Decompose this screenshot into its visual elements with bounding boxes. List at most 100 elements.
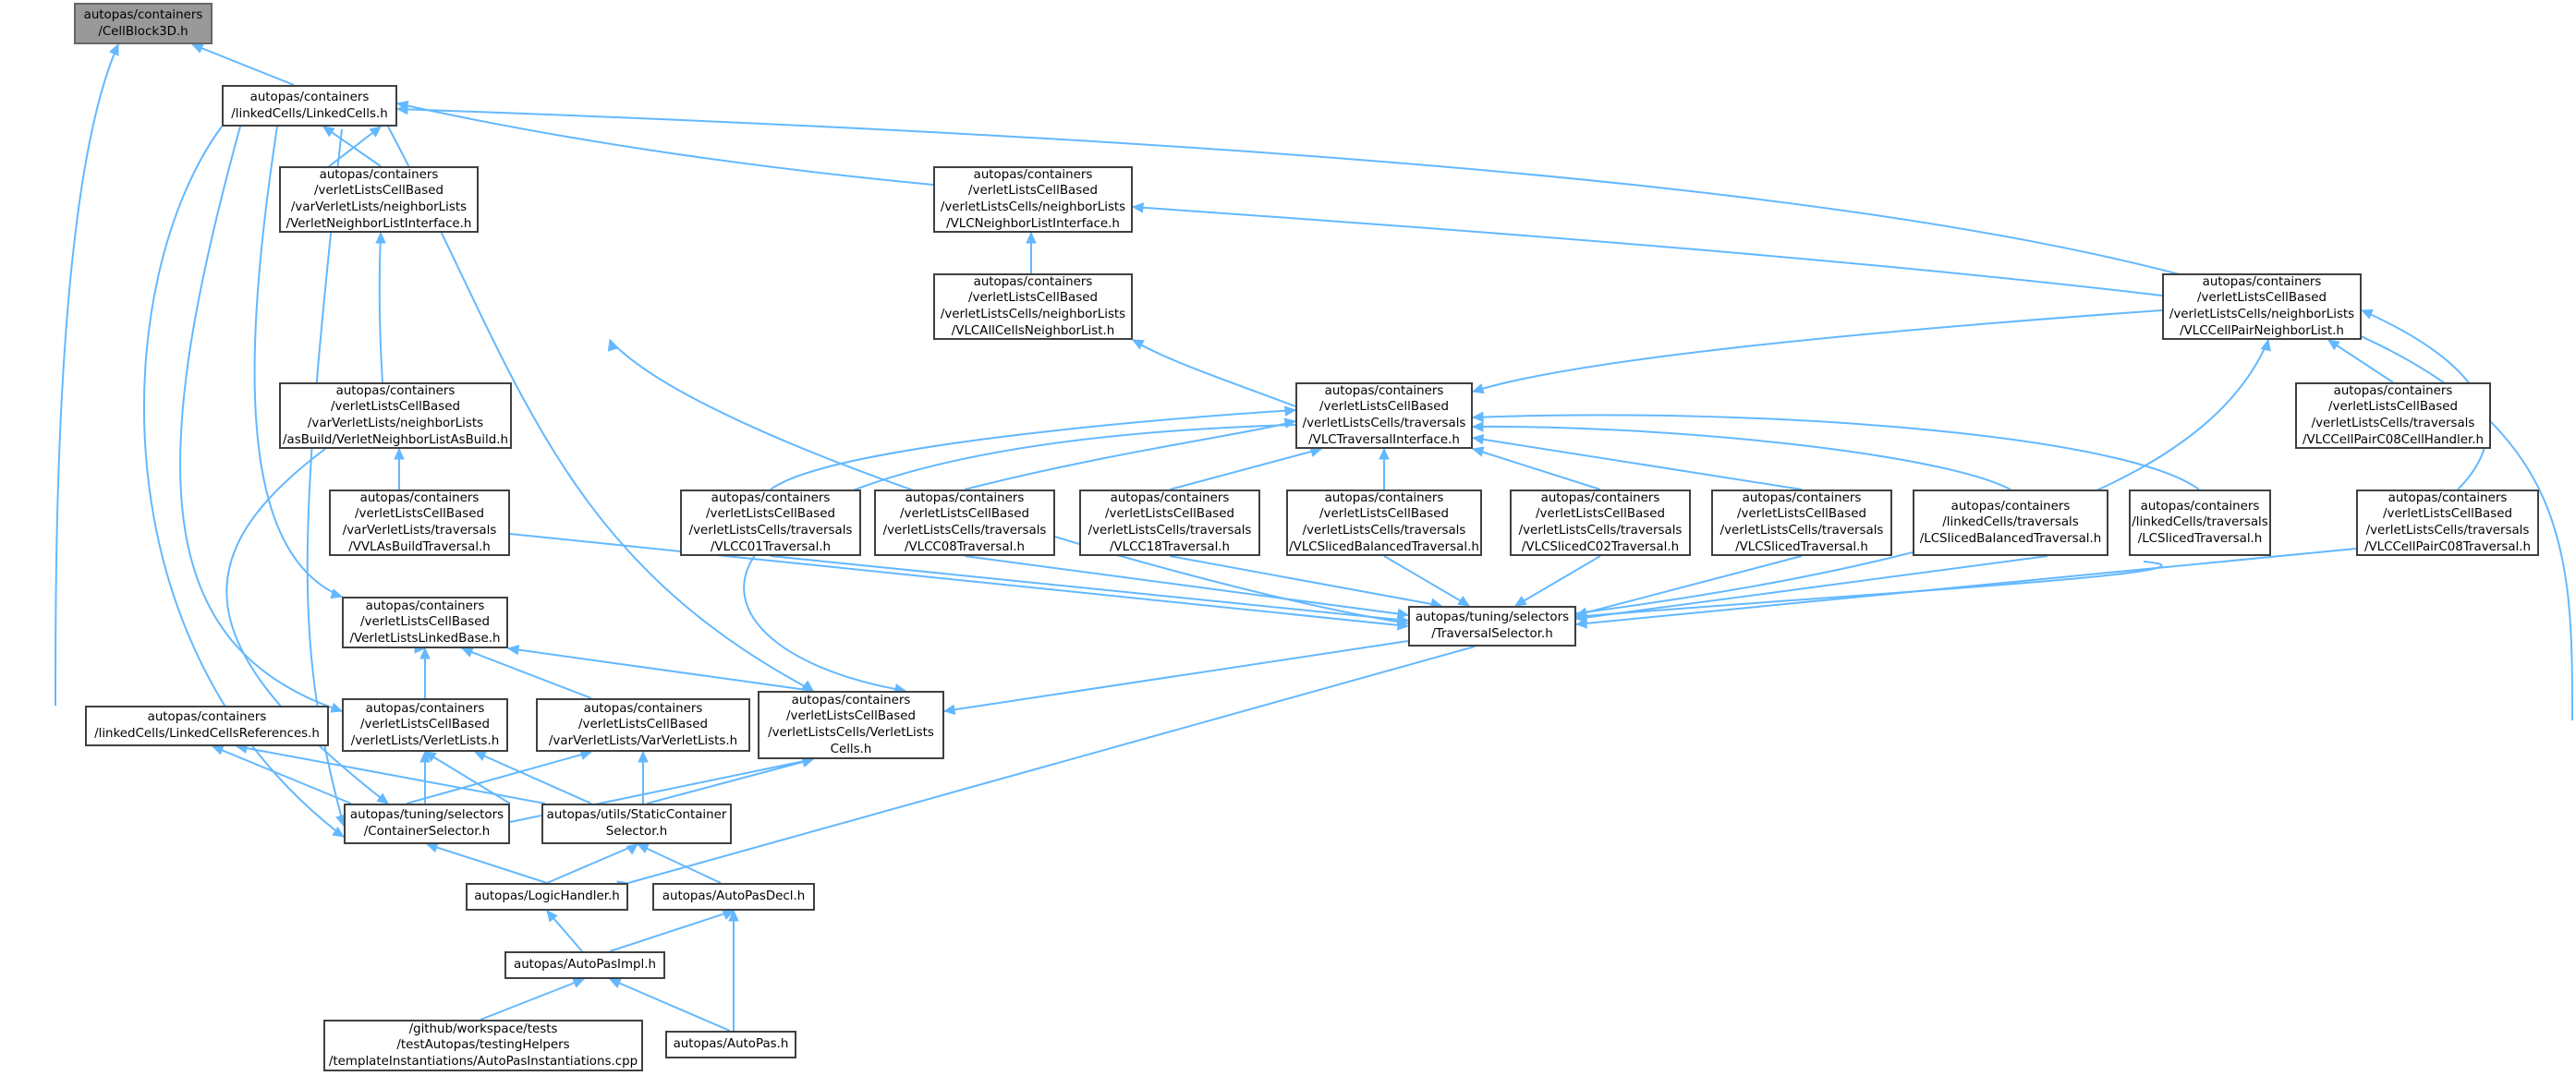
edge-arrowhead (1379, 447, 1390, 460)
dependency-edge (1132, 339, 1296, 407)
node-lcslicedtraversal[interactable]: autopas/containers /linkedCells/traversa… (2129, 490, 2271, 556)
edge-arrowhead (108, 42, 119, 56)
edge-arrowhead (1471, 421, 1484, 432)
dependency-edge (1169, 555, 1442, 607)
node-varverletlists[interactable]: autopas/containers /verletListsCellBased… (536, 698, 750, 752)
dependency-edge (627, 646, 1476, 884)
edge-arrowhead (636, 843, 650, 853)
dependency-edge (1575, 548, 2357, 625)
dependency-edge (179, 126, 343, 712)
edge-arrowhead (2360, 308, 2374, 320)
edge-arrowhead (2260, 338, 2271, 352)
node-label: autopas/containers /verletListsCellBased… (688, 490, 853, 554)
node-label: autopas/utils/StaticContainer Selector.h (546, 808, 727, 839)
node-vlcc18traversal[interactable]: autopas/containers /verletListsCellBased… (1079, 490, 1260, 556)
dependency-edge (770, 409, 1296, 490)
dependency-edge (1132, 206, 2163, 296)
node-label: autopas/containers /verletListsCellBased… (286, 167, 472, 231)
edge-arrowhead (728, 909, 739, 922)
edge-arrowhead (1026, 231, 1037, 244)
node-vlcc08traversal[interactable]: autopas/containers /verletListsCellBased… (874, 490, 1055, 556)
edge-arrowhead (369, 126, 382, 138)
node-vlccellpairc08cellhandler[interactable]: autopas/containers /verletListsCellBased… (2295, 382, 2491, 449)
node-lcslicedbalancedtraversal[interactable]: autopas/containers /linkedCells/traversa… (1913, 490, 2108, 556)
edge-arrowhead (473, 751, 487, 761)
node-autopas[interactable]: autopas/AutoPas.h (665, 1031, 796, 1058)
node-verletneighborlistinterface[interactable]: autopas/containers /verletListsCellBased… (279, 166, 479, 233)
edge-arrowhead (322, 126, 335, 138)
node-label: autopas/containers /verletListsCellBased… (548, 701, 738, 748)
node-label: autopas/containers /verletListsCellBased… (283, 383, 508, 447)
dependency-edge (1472, 414, 2200, 490)
node-vlcc01traversal[interactable]: autopas/containers /verletListsCellBased… (680, 490, 861, 556)
node-label: autopas/containers /linkedCells/traversa… (1919, 499, 2102, 546)
dependency-edge (1169, 448, 1322, 490)
edge-arrowhead (1283, 405, 1297, 417)
node-verletlists[interactable]: autopas/containers /verletListsCellBased… (342, 698, 508, 752)
node-label: autopas/AutoPasDecl.h (662, 889, 806, 904)
edge-arrowhead (419, 647, 431, 659)
dependency-edge (1472, 425, 2011, 490)
node-logichandler[interactable]: autopas/LogicHandler.h (466, 883, 628, 911)
edge-arrowhead (1513, 596, 1527, 607)
node-label: autopas/containers /verletListsCellBased… (1719, 490, 1884, 554)
edge-arrowhead (425, 842, 439, 853)
dependency-edge (480, 978, 585, 1021)
node-vlcslicedc02traversal[interactable]: autopas/containers /verletListsCellBased… (1510, 490, 1691, 556)
node-vlccellpairc08traversal[interactable]: autopas/containers /verletListsCellBased… (2356, 490, 2539, 556)
edge-arrowhead (419, 750, 431, 763)
node-label: autopas/containers /verletListsCellBased… (342, 490, 497, 554)
node-vlcslicedbalancedtraversal[interactable]: autopas/containers /verletListsCellBased… (1286, 490, 1482, 556)
edge-arrowhead (572, 977, 586, 988)
dependency-edge (1575, 555, 1803, 616)
dependency-edge (55, 43, 119, 707)
dependency-edge (646, 758, 814, 804)
dependency-edge (236, 745, 546, 804)
dependency-edge (1514, 555, 1601, 607)
node-verletneighborlistasbuild[interactable]: autopas/containers /verletListsCellBased… (279, 382, 512, 449)
node-label: autopas/containers /verletListsCellBased… (2302, 383, 2485, 447)
edge-arrowhead (2327, 339, 2340, 351)
node-verletlistscells[interactable]: autopas/containers /verletListsCellBased… (758, 691, 944, 759)
node-vlcallcellsneighborlist[interactable]: autopas/containers /verletListsCellBased… (933, 273, 1133, 340)
edge-arrowhead (1471, 411, 1484, 423)
node-autopasimpl[interactable]: autopas/AutoPasImpl.h (504, 951, 665, 979)
node-label: autopas/containers /linkedCells/traversa… (2132, 499, 2268, 546)
node-linkedcellsreferences[interactable]: autopas/containers /linkedCells/LinkedCe… (85, 706, 329, 746)
node-vlctraversalinterface[interactable]: autopas/containers /verletListsCellBased… (1295, 382, 1473, 449)
dependency-edge (2327, 339, 2394, 383)
node-vlccellpairneighborlist[interactable]: autopas/containers /verletListsCellBased… (2162, 273, 2362, 340)
dependency-edge (426, 843, 548, 884)
node-staticcontainerselector[interactable]: autopas/utils/StaticContainer Selector.h (541, 804, 732, 844)
edge-arrowhead (1471, 383, 1485, 394)
edge-arrowhead (607, 338, 618, 352)
dependency-edge (609, 910, 735, 952)
node-label: autopas/containers /verletListsCellBased… (2169, 274, 2355, 338)
edge-arrowhead (1131, 202, 1144, 213)
dependency-edge (212, 745, 352, 804)
edge-arrowhead (1283, 417, 1297, 429)
edge-arrowhead (330, 588, 344, 599)
node-autopasinstantiations[interactable]: /github/workspace/tests /testAutopas/tes… (323, 1020, 643, 1071)
node-vvlasbuildtraversal[interactable]: autopas/containers /verletListsCellBased… (329, 490, 510, 556)
dependency-edge (461, 647, 592, 699)
node-label: autopas/containers /verletListsCellBased… (768, 693, 934, 756)
dependency-edge (396, 103, 934, 186)
node-vlcneighborlistinterface[interactable]: autopas/containers /verletListsCellBased… (933, 166, 1133, 233)
node-label: autopas/containers /verletListsCellBased… (940, 167, 1126, 231)
dependency-edge (406, 751, 592, 804)
edge-arrowhead (330, 702, 344, 713)
node-verletlistslinkedbase[interactable]: autopas/containers /verletListsCellBased… (342, 597, 508, 648)
edge-arrowhead (1471, 446, 1485, 457)
node-label: autopas/containers /verletListsCellBased… (350, 701, 500, 748)
node-containerselector[interactable]: autopas/tuning/selectors /ContainerSelec… (344, 804, 510, 844)
edge-arrowhead (395, 103, 408, 115)
node-autopasdecl[interactable]: autopas/AutoPasDecl.h (652, 883, 815, 911)
node-linkedcells[interactable]: autopas/containers /linkedCells/LinkedCe… (222, 85, 397, 127)
node-cellblock3d: autopas/containers /CellBlock3D.h (74, 3, 213, 44)
edge-arrowhead (1471, 433, 1485, 445)
node-label: autopas/containers /verletListsCellBased… (1518, 490, 1683, 554)
node-vlcslicedtraversal[interactable]: autopas/containers /verletListsCellBased… (1711, 490, 1892, 556)
edge-arrowhead (1396, 620, 1410, 631)
node-traversalselector[interactable]: autopas/tuning/selectors /TraversalSelec… (1408, 606, 1576, 647)
